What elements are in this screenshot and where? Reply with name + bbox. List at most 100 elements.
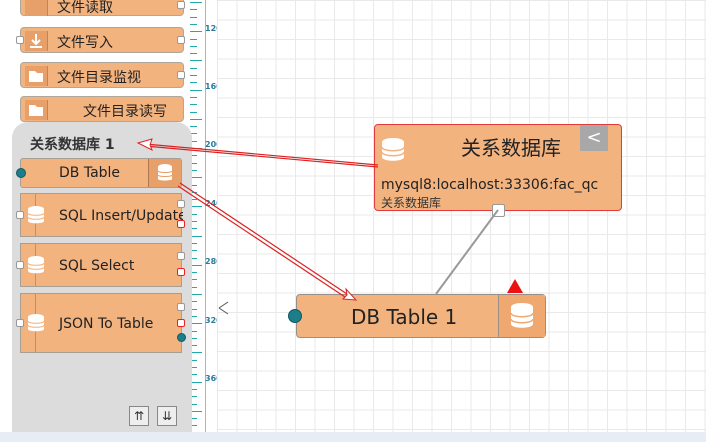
database-icon [27,314,45,332]
ruler-tick [190,425,197,427]
ruler-label: 320 [205,316,222,325]
output-port[interactable] [177,252,185,260]
ruler-tick [190,250,197,252]
ruler-tick [190,111,197,113]
ruler-tick [190,9,197,11]
ruler-tick [190,75,197,76]
ruler-tick [190,206,202,208]
database-icon [27,206,45,224]
error-port[interactable] [177,220,185,228]
file-read-icon [25,0,48,16]
ruler-tick [190,374,197,376]
ruler-tick [190,242,197,244]
palette-node-label: DB Table [59,165,121,181]
warning-triangle-icon [507,279,523,293]
ruler-label: 200 [205,140,222,149]
config-node-relational-db[interactable]: 关系数据库 < mysql8:localhost:33306:fac_qc 关系… [374,124,622,217]
input-port[interactable] [16,261,24,269]
ruler-label: 280 [205,257,222,266]
ruler-tick [190,418,197,420]
palette-node-label: SQL Select [59,258,135,274]
output-port[interactable] [177,1,185,9]
error-port[interactable] [177,319,185,327]
input-port[interactable] [16,319,24,327]
ruler-label: 240 [205,199,222,208]
output-port[interactable] [177,71,185,79]
flow-canvas[interactable] [217,0,706,432]
flow-node-db-table-1[interactable]: DB Table 1 [296,294,546,338]
palette-node-json-to-table[interactable]: JSON To Table [20,293,182,353]
ruler-tick [190,315,197,317]
ruler-tick [190,367,197,368]
ruler-tick [190,308,197,310]
output-port[interactable] [177,303,185,311]
ruler-tick [190,169,197,171]
ruler-tick [190,45,197,47]
input-port[interactable] [16,168,26,178]
config-node-title: 关系数据库 [461,136,561,160]
config-node-type: 关系数据库 [381,196,442,210]
error-port[interactable] [177,268,185,276]
connection-string: mysql8:localhost:33306:fac_qc [381,177,599,193]
red-arrow-to-panel [136,138,379,168]
ruler-label: 160 [205,82,222,91]
ruler-tick [190,410,202,412]
palette-node-label: 文件写入 [57,35,113,51]
ruler-tick [190,96,197,98]
scroll-up-button[interactable]: ⇈ [129,406,149,426]
ruler-tick [190,199,197,201]
palette-node-sql-insert[interactable]: SQL Insert/Update [20,193,183,237]
ruler-tick [190,381,202,383]
ruler-tick [190,2,202,3]
bottom-status-bar [0,432,706,442]
vertical-ruler [190,0,206,432]
palette-node-label: 文件目录监视 [57,70,141,86]
palette-node-file-dir-rw[interactable]: 文件目录读写 [20,96,184,122]
ruler-tick [190,82,197,84]
ruler-tick [190,286,197,288]
input-port[interactable] [16,211,24,219]
output-port[interactable] [177,200,185,208]
ruler-tick [190,177,202,179]
ruler-tick [190,279,197,281]
ruler-tick [190,345,197,347]
ruler-tick [190,53,197,55]
ruler-tick [190,294,202,295]
ruler-tick [190,264,202,266]
ruler-tick [190,301,197,303]
ruler-tick [190,388,197,390]
ruler-tick [190,352,202,354]
ruler-tick [190,184,197,186]
palette-node-db-table[interactable]: DB Table [20,158,182,188]
ruler-label: 120 [205,24,222,33]
palette-node-file-write[interactable]: 文件写入 [16,27,185,53]
palette-node-label: 文件目录读写 [83,104,167,120]
ruler-tick [190,104,197,106]
input-port[interactable] [16,36,24,44]
ruler-tick [190,133,197,135]
output-port[interactable] [177,36,185,44]
palette-node-file-read[interactable]: 文件读取 [20,0,185,16]
collapse-button[interactable]: < [580,125,608,151]
database-icon [27,256,45,274]
ruler-tick [190,162,197,164]
ruler-tick [190,235,202,237]
palette-node-file-watch[interactable]: 文件目录监视 [20,62,185,88]
red-arrow-to-node [177,182,358,301]
output-port-active[interactable] [177,333,186,342]
palette-category-title[interactable]: 关系数据库 1 [30,137,115,153]
file-write-icon [25,31,48,51]
ruler-tick [190,38,197,40]
ruler-tick [190,228,197,230]
ruler-tick [190,31,202,33]
palette-node-label: 文件读取 [57,0,113,16]
palette-node-label: JSON To Table [59,316,154,332]
scroll-down-button[interactable]: ⇊ [157,406,177,426]
palette-node-sql-select[interactable]: SQL Select [20,243,182,287]
folder-icon [25,66,48,86]
flow-node-label: DB Table 1 [351,305,458,329]
ruler-tick [190,126,197,128]
flow-node-input-port[interactable] [288,309,302,323]
ruler-tick [190,67,197,69]
